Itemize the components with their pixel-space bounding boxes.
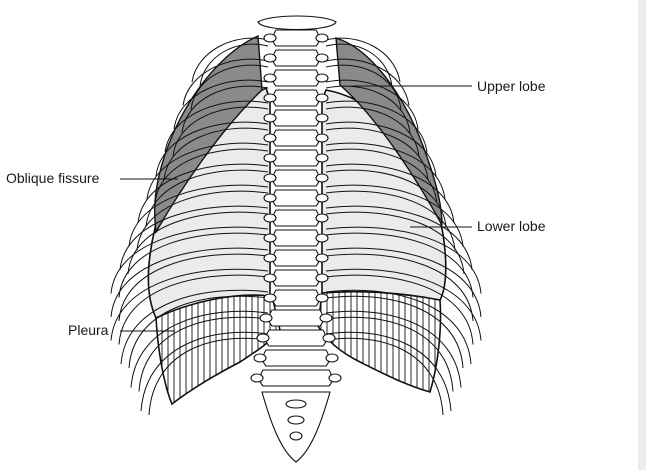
spine xyxy=(250,15,342,463)
label-pleura: Pleura xyxy=(68,322,109,338)
label-upper-lobe: Upper lobe xyxy=(477,78,546,94)
ribs-right xyxy=(325,37,482,416)
label-lower-lobe: Lower lobe xyxy=(477,218,546,234)
pleura-region-right xyxy=(317,290,442,393)
scrollbar-track[interactable] xyxy=(638,0,646,470)
label-oblique-fissure: Oblique fissure xyxy=(6,170,100,186)
ribs-left xyxy=(110,37,269,416)
